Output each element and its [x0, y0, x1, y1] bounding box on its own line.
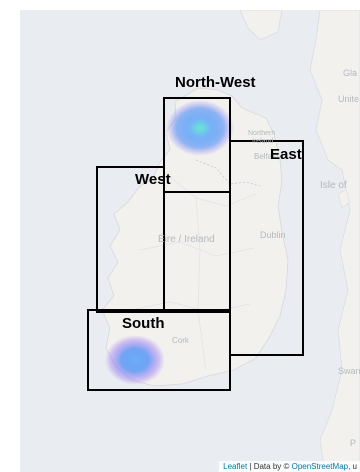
isle-of-man [337, 189, 351, 209]
place-label-p: P [350, 438, 357, 448]
region-label-north-west: North-West [175, 74, 256, 91]
region-label-west: West [135, 171, 171, 188]
region-box-south [87, 309, 231, 391]
openstreetmap-link[interactable]: OpenStreetMap [291, 462, 349, 471]
place-label-northern: Northern [248, 130, 276, 137]
place-label-dublin: Dublin [260, 230, 286, 240]
basemap [87, 10, 360, 472]
region-box-center [163, 191, 231, 313]
place-label-eire: Éire / Ireland [158, 234, 215, 245]
attribution-separator: | Data by © [247, 462, 292, 471]
place-label-cork: Cork [172, 336, 189, 345]
map-container[interactable]: Gla Unite Isle of Northern Ireland Belfa… [20, 10, 360, 472]
county-border [129, 169, 257, 371]
place-label-unite: Unite [338, 94, 360, 104]
attribution-suffix: , u [348, 462, 357, 471]
region-label-east: East [270, 146, 302, 163]
place-label-belfast: Belfast [254, 152, 279, 161]
place-label-isle-of: Isle of [320, 180, 347, 191]
heat-spot-south [105, 335, 165, 385]
place-label-gla: Gla [343, 68, 358, 78]
region-label-south: South [122, 315, 165, 332]
leaflet-link[interactable]: Leaflet [223, 462, 248, 471]
heat-spot-north-west [166, 100, 234, 156]
scotland-tip [239, 10, 283, 41]
map-attribution: Leaflet | Data by © OpenStreetMap, u [219, 461, 360, 472]
place-label-ireland-ni: Ireland [252, 138, 274, 145]
great-britain-land [309, 10, 360, 472]
place-label-swan: Swan [338, 366, 360, 376]
